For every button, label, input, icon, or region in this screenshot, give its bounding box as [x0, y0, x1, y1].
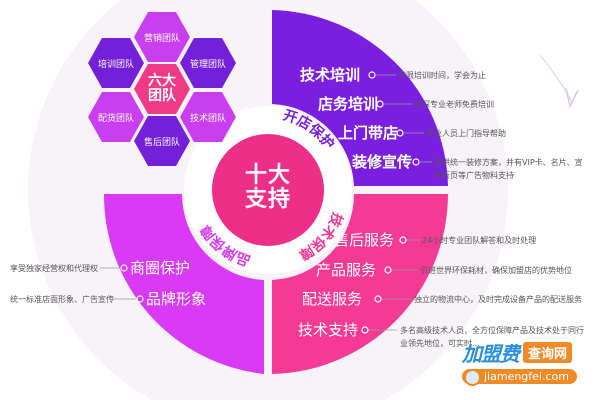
- item-tech-training: 技术培训: [300, 66, 361, 84]
- connector-dots: [120, 71, 420, 334]
- connector-lines: [100, 74, 432, 331]
- watermark-url: jiamengfei.com: [462, 369, 577, 386]
- center-title-line1: 十大: [244, 163, 291, 188]
- center-circle: [212, 134, 324, 246]
- hex-label-training: 培训团队: [97, 60, 134, 70]
- desc-tech-training: 不限培训时间，学会为止: [398, 71, 486, 80]
- item-tech-support: 技术支持: [298, 321, 359, 339]
- decorative-arrow-line: [539, 54, 573, 103]
- item-delivery-service: 配送服务: [302, 290, 363, 308]
- item-trade-area: 商圈保护: [130, 259, 191, 277]
- desc-aftersales: 24小时专业团队解答和及时处理: [422, 236, 537, 245]
- hex-training: [88, 38, 144, 88]
- decorative-arrow-head-icon: [565, 87, 579, 109]
- hex-aftersales: [134, 116, 190, 166]
- desc-brand-image: 统一标准店面形象、广告宣传: [10, 295, 114, 304]
- magnifier-icon: [464, 369, 481, 386]
- hex-marketing: [134, 12, 190, 62]
- desc-trade-area: 享受独家经营权和代理权: [10, 264, 98, 273]
- hex-technical: [180, 92, 236, 142]
- hex-center-line2: 团队: [148, 88, 176, 104]
- hex-center-title: 六大 团队: [134, 74, 190, 104]
- hex-center-line1: 六大: [148, 73, 176, 89]
- quadrant-brand: [103, 194, 265, 374]
- hex-label-marketing: 营销团队: [143, 34, 180, 44]
- hex-label-distribution: 配货团队: [97, 114, 134, 124]
- center-title: 十大 支持: [224, 164, 312, 212]
- watermark-brand: 加盟费: [462, 342, 520, 366]
- item-brand-image: 品牌形象: [146, 290, 207, 308]
- item-decoration: 装修宣传: [352, 153, 413, 171]
- hex-label-aftersales: 售后团队: [143, 138, 180, 148]
- watermark-logo: 加盟费 查询网 jiamengfei.com: [462, 338, 577, 386]
- quadrant-open-store: [272, 10, 448, 186]
- item-onsite-help: 上门带店: [338, 124, 399, 142]
- desc-store-training: 资深专业老师免费培训: [414, 100, 494, 109]
- watermark-url-text: jiamengfei.com: [484, 370, 569, 383]
- hex-label-technical: 技术团队: [189, 114, 226, 124]
- watermark-tag: 查询网: [523, 342, 573, 363]
- watermark-brand-row: 加盟费 查询网: [462, 338, 577, 367]
- hex-management: [180, 38, 236, 88]
- item-product-service: 产品服务: [316, 261, 377, 279]
- item-store-training: 店务培训: [318, 95, 379, 113]
- hex-cluster: [88, 12, 236, 166]
- desc-delivery-service: 独立的物流中心，及时完成设备产品的配送服务: [414, 295, 582, 304]
- desc-decoration: 提供统一装修方案，并有VIP卡、名片、宣传折页等广告物料支持: [434, 158, 583, 180]
- hex-distribution: [88, 92, 144, 142]
- hex-center: [134, 64, 190, 114]
- item-aftersales: 售后服务: [334, 231, 395, 249]
- desc-product-service: 引进世界环保耗材，确保加盟店的优势地位: [420, 266, 572, 275]
- quadrant-technical: [272, 194, 448, 374]
- desc-onsite-help: 专业人员上门指导帮助: [426, 129, 506, 138]
- center-title-line2: 支持: [244, 187, 291, 212]
- hex-label-management: 管理团队: [189, 60, 226, 70]
- desc-tech-support: 多名高级技术人员，全方位保障产品及技术处于同行业领先地位，可实时...: [400, 326, 584, 348]
